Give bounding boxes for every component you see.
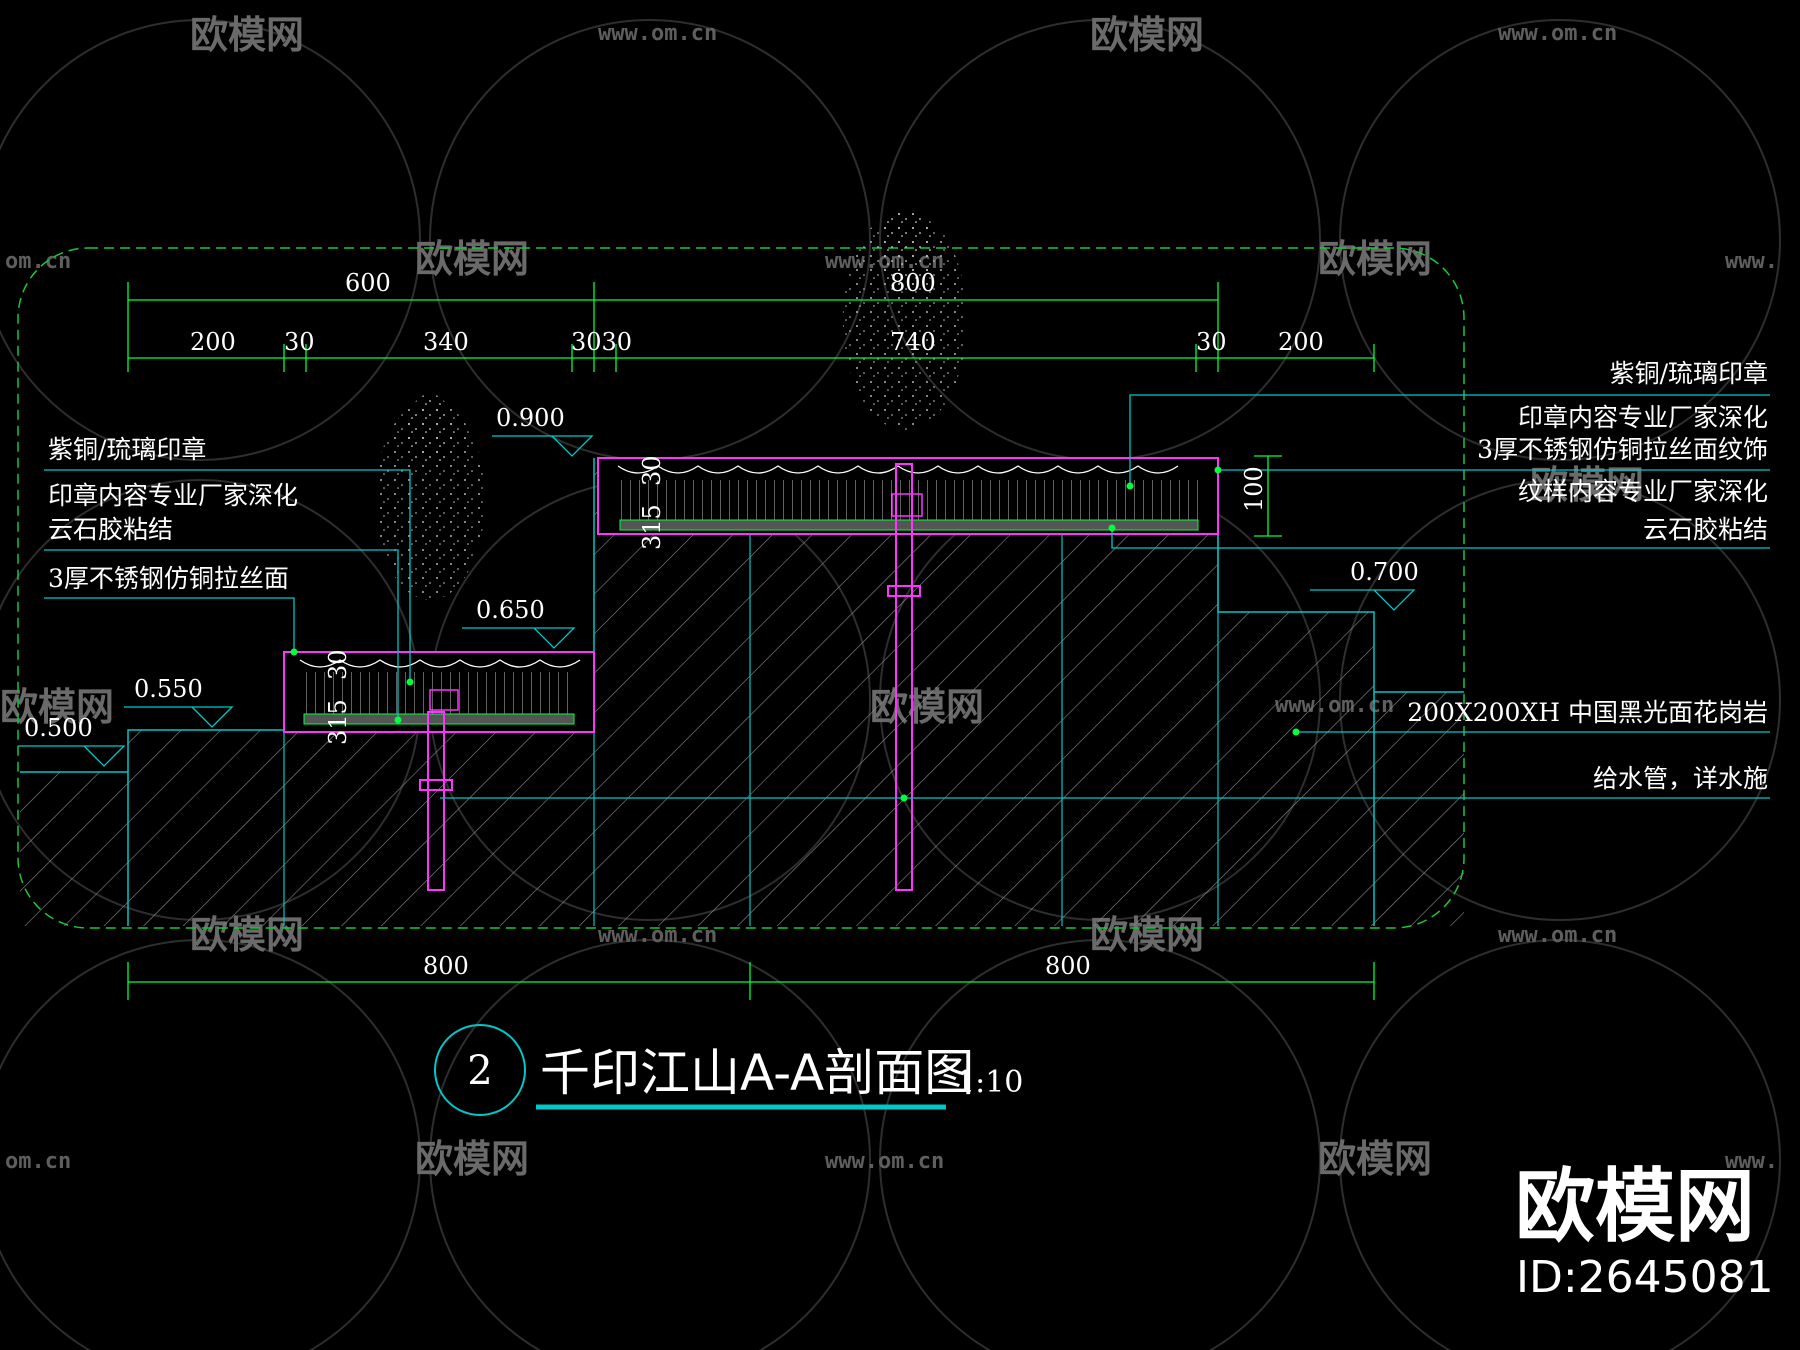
watermark-url: www.	[1725, 1149, 1778, 1174]
watermark-url: www.om.cn	[1498, 923, 1617, 948]
drawing-title: 千印江山A-A剖面图	[540, 1044, 974, 1102]
watermark-url: www.om.cn	[598, 923, 717, 948]
dim-top-800: 800	[890, 269, 936, 297]
leader-dots	[290, 466, 1300, 802]
level-0900: 0.900	[496, 404, 565, 432]
watermark-logo: 欧模网	[1318, 1137, 1432, 1181]
dim-bottom-800-right: 800	[1045, 952, 1091, 980]
brand-id: ID:2645081	[1516, 1252, 1774, 1303]
watermark-logo: 欧模网	[0, 685, 114, 729]
level-0500: 0.500	[24, 714, 93, 742]
watermark-logo: 欧模网	[1090, 13, 1204, 57]
label-right-pipe: 给水管，详水施	[1593, 764, 1768, 793]
drawing-number-circle	[434, 1024, 526, 1116]
watermark-url: www.om.cn	[1498, 21, 1617, 46]
dim-30-right: 30	[1196, 328, 1227, 356]
dim-30-left: 30	[284, 328, 315, 356]
level-0700: 0.700	[1350, 558, 1419, 586]
dim-200-left: 200	[190, 328, 236, 356]
vdim-315-left: 315	[324, 699, 352, 745]
label-left-adhesive: 云石胶粘结	[48, 515, 173, 544]
drawing-scale: 1:10	[956, 1065, 1023, 1100]
vdim-100: 100	[1240, 466, 1268, 512]
label-left-steel: 3厚不锈钢仿铜拉丝面	[48, 564, 289, 593]
watermark-url: www.om.cn	[825, 1149, 944, 1174]
watermark-url: www.om.cn	[598, 21, 717, 46]
right-basin	[597, 457, 1219, 535]
watermark-logo: 欧模网	[190, 13, 304, 57]
left-basin	[283, 651, 595, 733]
section-frame	[17, 247, 1465, 929]
brand-block: 欧模网 ID:2645081	[1515, 1160, 1774, 1303]
label-right-seal: 紫铜/琉璃印章	[1610, 359, 1768, 388]
dim-bottom-800-left: 800	[423, 952, 469, 980]
dimension-lines	[127, 282, 1375, 1000]
label-right-seal-content: 印章内容专业厂家深化	[1518, 403, 1768, 432]
watermark-logo: 欧模网	[1318, 237, 1432, 281]
label-left-seal: 紫铜/琉璃印章	[48, 435, 206, 464]
brand-name: 欧模网	[1515, 1160, 1755, 1253]
watermark-logo: 欧模网	[415, 237, 529, 281]
label-right-granite: 200X200XH 中国黑光面花岗岩	[1407, 698, 1768, 727]
drawing-title-block: 2 千印江山A-A剖面图 1:10	[434, 1024, 1023, 1116]
dim-top-600: 600	[345, 269, 391, 297]
masonry-section	[20, 458, 1464, 926]
elevation-marks	[18, 435, 1416, 767]
level-0650: 0.650	[476, 596, 545, 624]
watermark-url: www.	[1725, 249, 1778, 274]
dim-200-right: 200	[1278, 328, 1324, 356]
vdim-30-right: 30	[638, 455, 666, 486]
water-pipes	[419, 463, 921, 891]
watermark-url: om.cn	[5, 1149, 71, 1174]
label-right-steel-pattern: 3厚不锈钢仿铜拉丝面纹饰	[1477, 435, 1768, 464]
dim-3030: 3030	[571, 328, 632, 356]
water-spray	[375, 210, 967, 600]
level-0550: 0.550	[134, 675, 203, 703]
label-right-pattern-content: 纹样内容专业厂家深化	[1518, 477, 1768, 506]
drawing-number: 2	[467, 1048, 492, 1094]
leader-lines	[44, 394, 1770, 799]
watermark-logo: 欧模网	[415, 1137, 529, 1181]
dim-340: 340	[423, 328, 469, 356]
dim-740: 740	[890, 328, 936, 356]
vdim-30-left: 30	[324, 649, 352, 680]
label-left-seal-content: 印章内容专业厂家深化	[48, 481, 298, 510]
label-right-adhesive: 云石胶粘结	[1643, 515, 1768, 544]
vdim-315-right: 315	[638, 504, 666, 550]
